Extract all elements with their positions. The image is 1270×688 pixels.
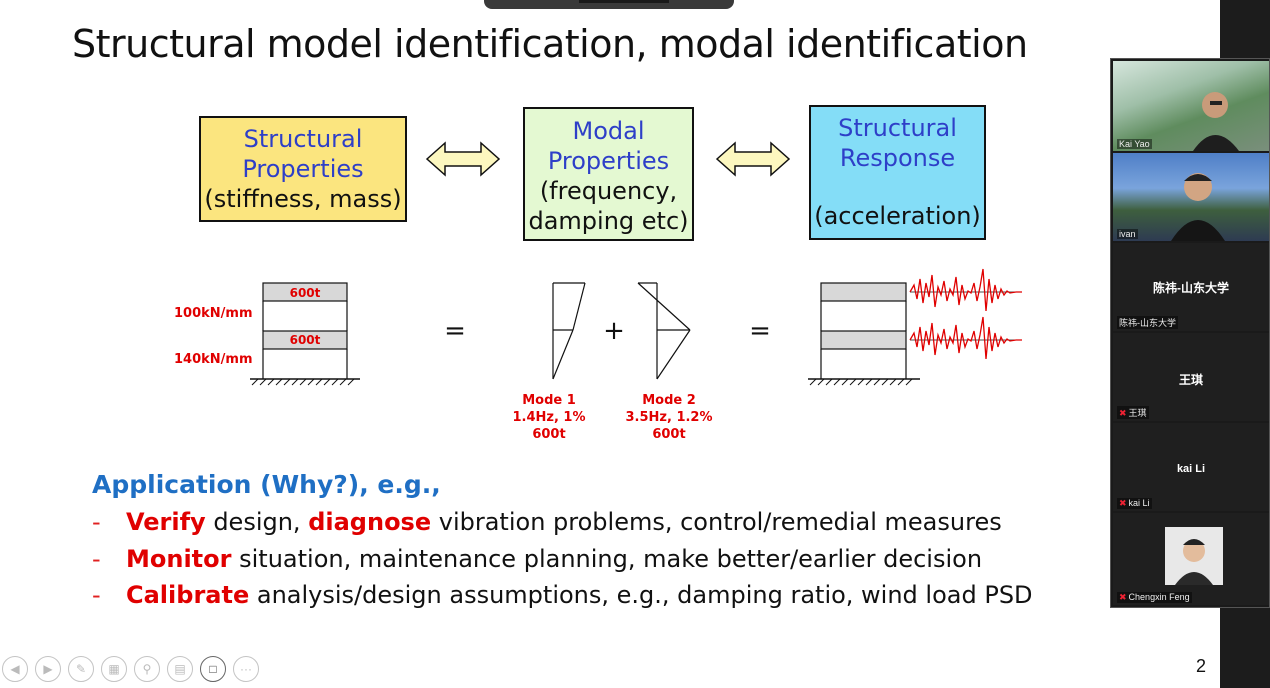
participant-name: 陈祎-山东大学 [1117,316,1178,329]
participant-display-name: kai Li [1176,463,1206,475]
box-label: Properties [242,155,364,183]
participant-tile[interactable]: Kai Yao [1113,61,1269,151]
bullet-item: -Verify design, diagnose vibration probl… [92,508,1002,536]
keyword: Verify [126,508,206,536]
bullet-dash: - [92,581,101,609]
participant-name-row: ✖王琪 [1117,406,1149,419]
video-feed [1193,92,1239,151]
bullet-text: design, [205,508,309,536]
video-feed [1171,173,1225,241]
building-model [250,282,360,386]
double-arrow-icon [715,141,791,177]
grid-icon[interactable]: ▦ [101,656,127,682]
bullet-item: -Calibrate analysis/design assumptions, … [92,581,1033,609]
subtitle-icon[interactable]: ▤ [167,656,193,682]
bullet-item: -Monitor situation, maintenance planning… [92,545,982,573]
participant-name-row: ✖Chengxin Feng [1117,592,1192,603]
box-label: Properties [547,147,670,175]
zoom-icon[interactable]: ⚲ [134,656,160,682]
application-heading: Application (Why?), e.g., [92,470,441,499]
structural-properties-box: Structural Properties (stiffness, mass) [199,116,407,222]
mass-label-top: 600t [290,286,321,300]
mode-1-detail: 1.4Hz, 1% [512,410,585,425]
participant-name: ivan [1117,229,1138,239]
participants-panel[interactable]: Kai Yao ivan 陈祎-山东大学 陈祎-山东大学 王琪 ✖王琪 kai … [1110,58,1270,608]
bullet-text: situation, maintenance planning, make be… [231,545,983,573]
double-arrow-icon [425,141,501,177]
box-label: damping etc) [528,207,689,235]
more-icon[interactable]: ··· [233,656,259,682]
participant-display-name: 陈祎-山东大学 [1153,281,1229,295]
slide-title: Structural model identification, modal i… [72,22,1028,66]
box-label: Modal [572,117,645,145]
box-label: Response [839,144,956,172]
keyword: diagnose [308,508,432,536]
avatar [1165,527,1223,585]
screen-share-bar[interactable] [484,0,734,9]
participant-name: Kai Yao [1117,139,1152,149]
bullet-dash: - [92,508,101,536]
participant-tile[interactable]: ivan [1113,153,1269,241]
camera-icon[interactable]: □ [200,656,226,682]
mode-1-shape [552,282,586,380]
participant-name-row: ✖kai Li [1117,498,1152,509]
mass-label-bottom: 600t [290,333,321,347]
participant-tile[interactable]: 陈祎-山东大学 陈祎-山东大学 [1113,243,1269,331]
box-label: (acceleration) [814,202,981,230]
participant-tile[interactable]: kai Li ✖kai Li [1113,423,1269,511]
box-label: (frequency, [539,177,678,205]
equals-sign: = [444,316,466,346]
stiffness-label-bottom: 140kN/mm [174,352,253,367]
slideshow-toolbar: ◀ ▶ ✎ ▦ ⚲ ▤ □ ··· [2,656,259,682]
mode-1-mass: 600t [532,427,565,442]
bullet-dash: - [92,545,101,573]
page-number: 2 [1196,656,1207,676]
equals-sign: = [749,316,771,346]
structure-diagram: 600t 600t 100kN/mm 140kN/mm = + = Mode 1… [174,268,1022,442]
prev-icon[interactable]: ◀ [2,656,28,682]
pen-icon[interactable]: ✎ [68,656,94,682]
bullet-text: vibration problems, control/remedial mea… [431,508,1002,536]
box-label: (stiffness, mass) [204,185,402,213]
mic-muted-icon: ✖ [1119,408,1127,418]
mode-1-name: Mode 1 [522,393,576,408]
participant-display-name: 王琪 [1178,373,1203,387]
structural-response-box: Structural Response (acceleration) [809,105,986,240]
participant-tile[interactable]: ✖Chengxin Feng [1113,513,1269,605]
next-icon[interactable]: ▶ [35,656,61,682]
mode-2-name: Mode 2 [642,393,696,408]
mic-muted-icon: ✖ [1119,592,1127,602]
mode-2-detail: 3.5Hz, 1.2% [626,410,713,425]
participant-name: Chengxin Feng [1128,592,1190,602]
participant-name: 王琪 [1128,408,1147,418]
box-label: Structural [838,114,957,142]
presentation-slide: Structural model identification, modal i… [2,0,1207,682]
keyword: Calibrate [126,581,250,609]
bullet-text: analysis/design assumptions, e.g., dampi… [249,581,1033,609]
plus-sign: + [603,316,625,346]
response-building [808,282,920,386]
mode-2-mass: 600t [652,427,685,442]
acceleration-signal [909,268,1022,360]
keyword: Monitor [126,545,232,573]
participant-tile[interactable]: 王琪 ✖王琪 [1113,333,1269,421]
stiffness-label-top: 100kN/mm [174,306,253,321]
participant-name: kai Li [1128,498,1150,508]
modal-properties-box: Modal Properties (frequency, damping etc… [523,107,694,241]
mode-2-shape [637,282,691,380]
box-label: Structural [243,125,363,153]
mic-muted-icon: ✖ [1119,498,1127,508]
